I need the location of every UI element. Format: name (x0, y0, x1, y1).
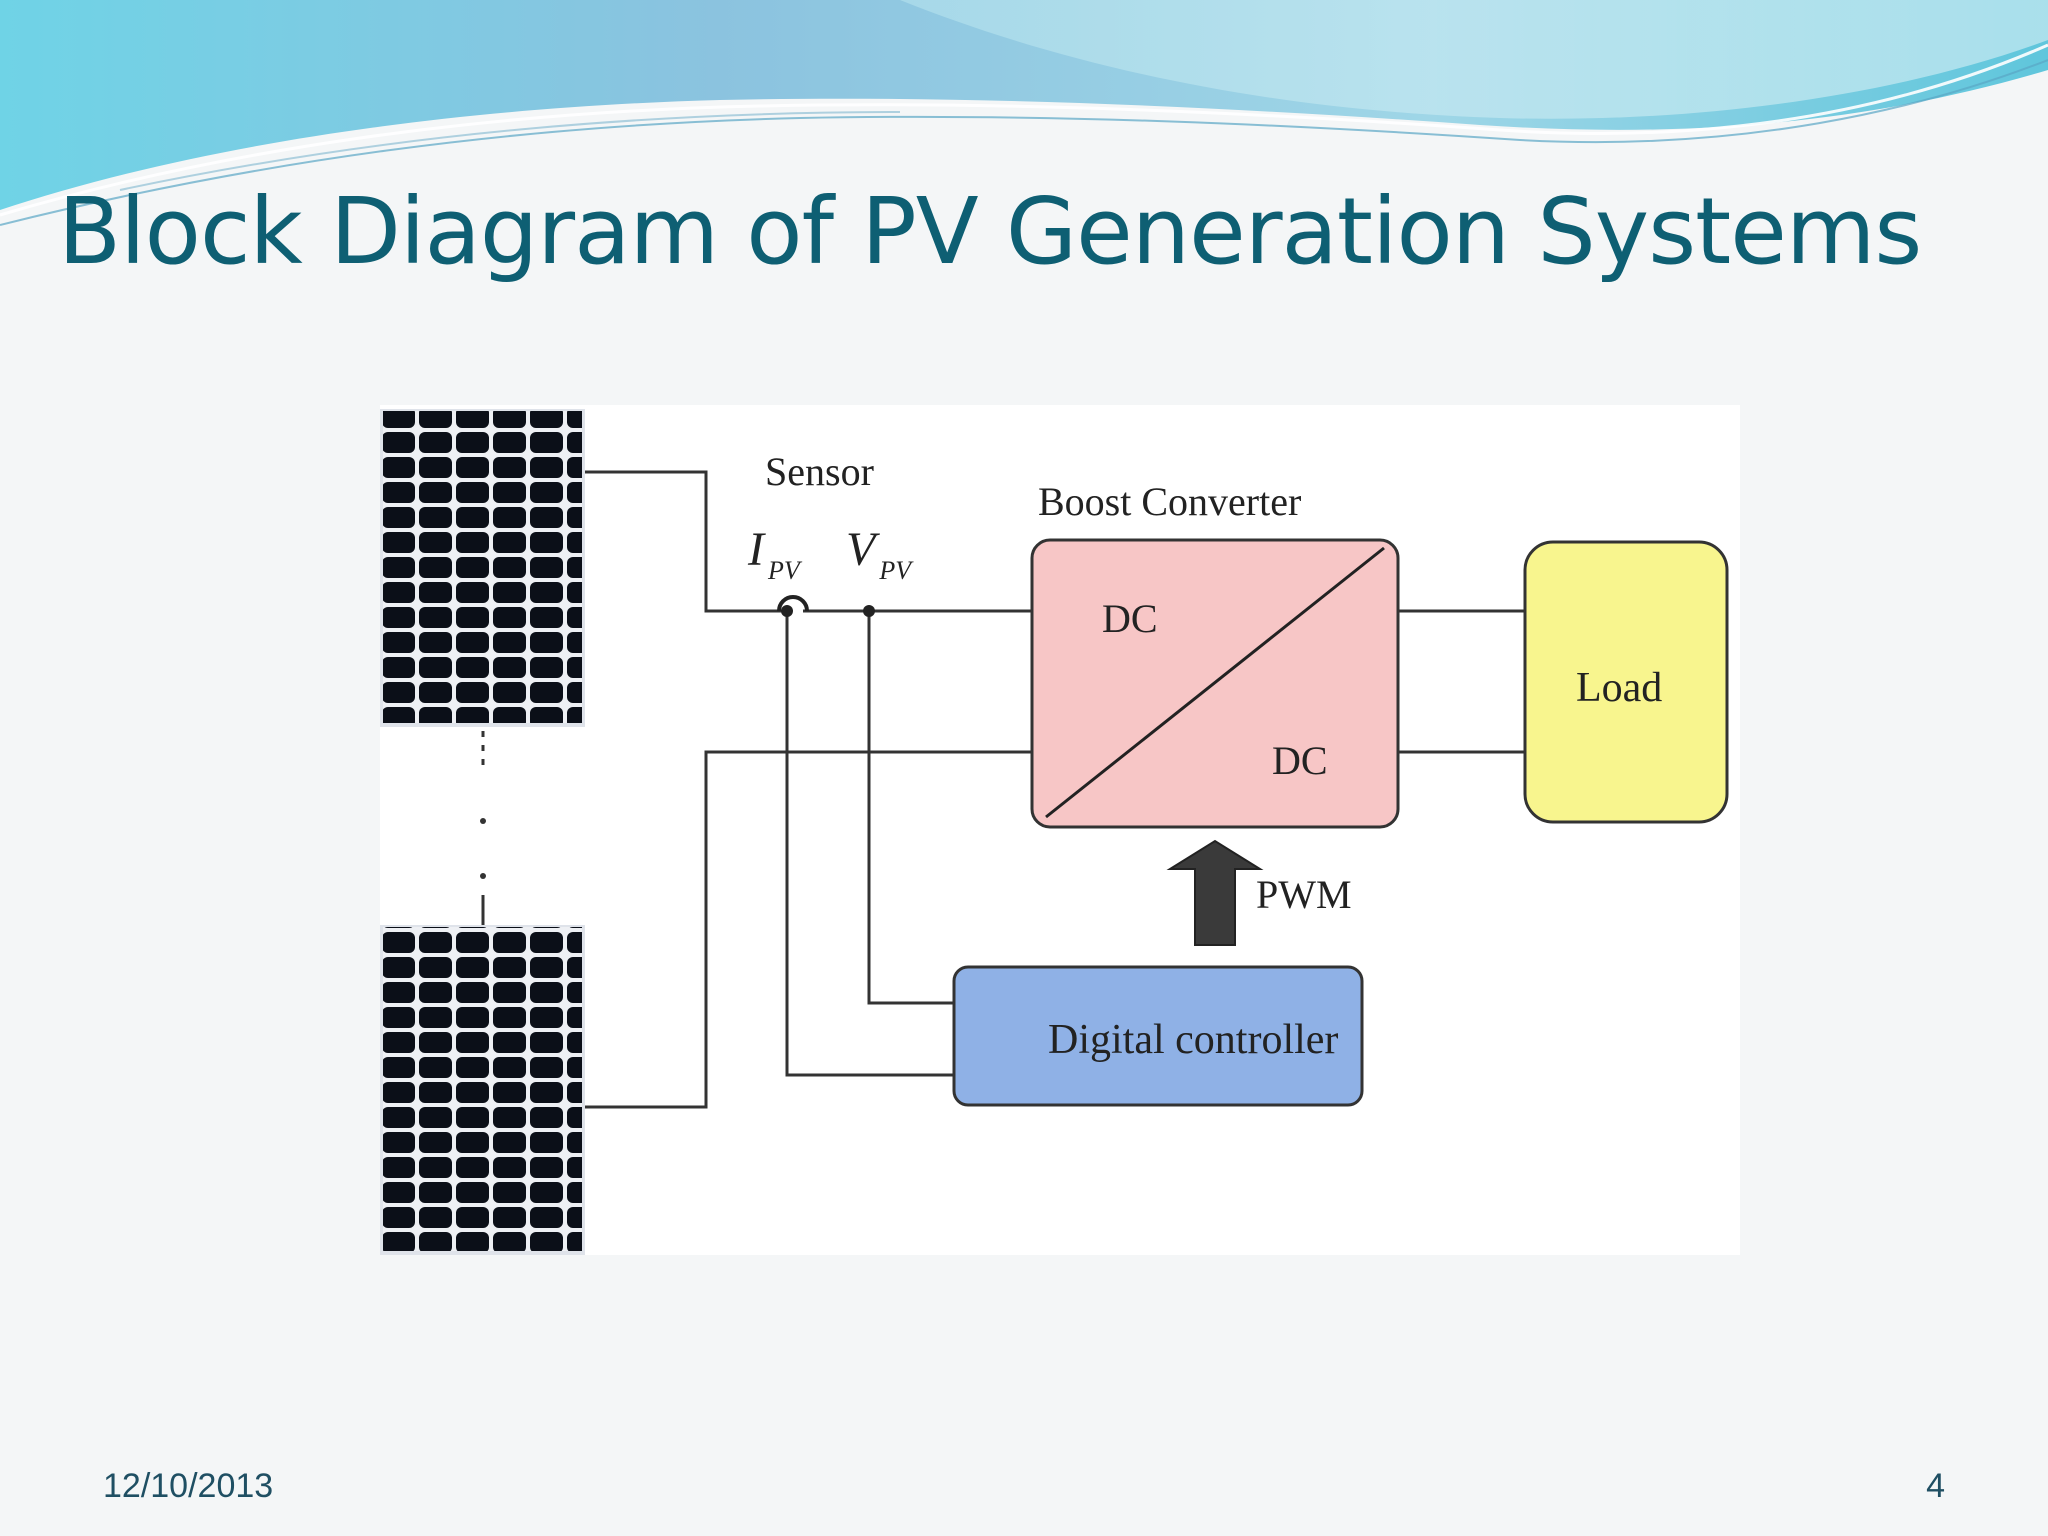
voltage-sense-node (863, 605, 875, 617)
pv-block-diagram: Sensor I PV V PV Boost Converter DC DC L… (380, 409, 1729, 1255)
load-label: Load (1576, 665, 1662, 711)
solar-panel-top (380, 409, 585, 727)
current-sensor (777, 595, 809, 617)
sensor-label: Sensor (765, 449, 874, 494)
pwm-arrow (1166, 839, 1264, 946)
voltage-subscript: PV (878, 556, 914, 585)
converter-output-label: DC (1272, 738, 1328, 783)
boost-converter-block (1030, 538, 1400, 829)
slide-page-number: 4 (1926, 1467, 1945, 1505)
voltage-symbol: V (846, 523, 880, 576)
converter-input-label: DC (1102, 596, 1158, 641)
digital-controller-block (952, 965, 1364, 1107)
slide-date: 12/10/2013 (103, 1467, 274, 1505)
load-block (1523, 540, 1729, 824)
digital-controller-label: Digital controller (1048, 1017, 1338, 1063)
solar-panel-bottom (380, 925, 585, 1255)
boost-converter-title: Boost Converter (1038, 479, 1301, 524)
panel-continuation-dots (480, 731, 486, 925)
current-symbol: I (747, 523, 766, 576)
slide-title: Block Diagram of PV Generation Systems (58, 178, 1922, 285)
wiring (585, 470, 1525, 1109)
current-subscript: PV (767, 556, 803, 585)
header-wave-decoration (0, 0, 2048, 226)
current-pv-label: I PV (747, 523, 803, 585)
pwm-label: PWM (1256, 872, 1352, 917)
voltage-pv-label: V PV (846, 523, 914, 585)
